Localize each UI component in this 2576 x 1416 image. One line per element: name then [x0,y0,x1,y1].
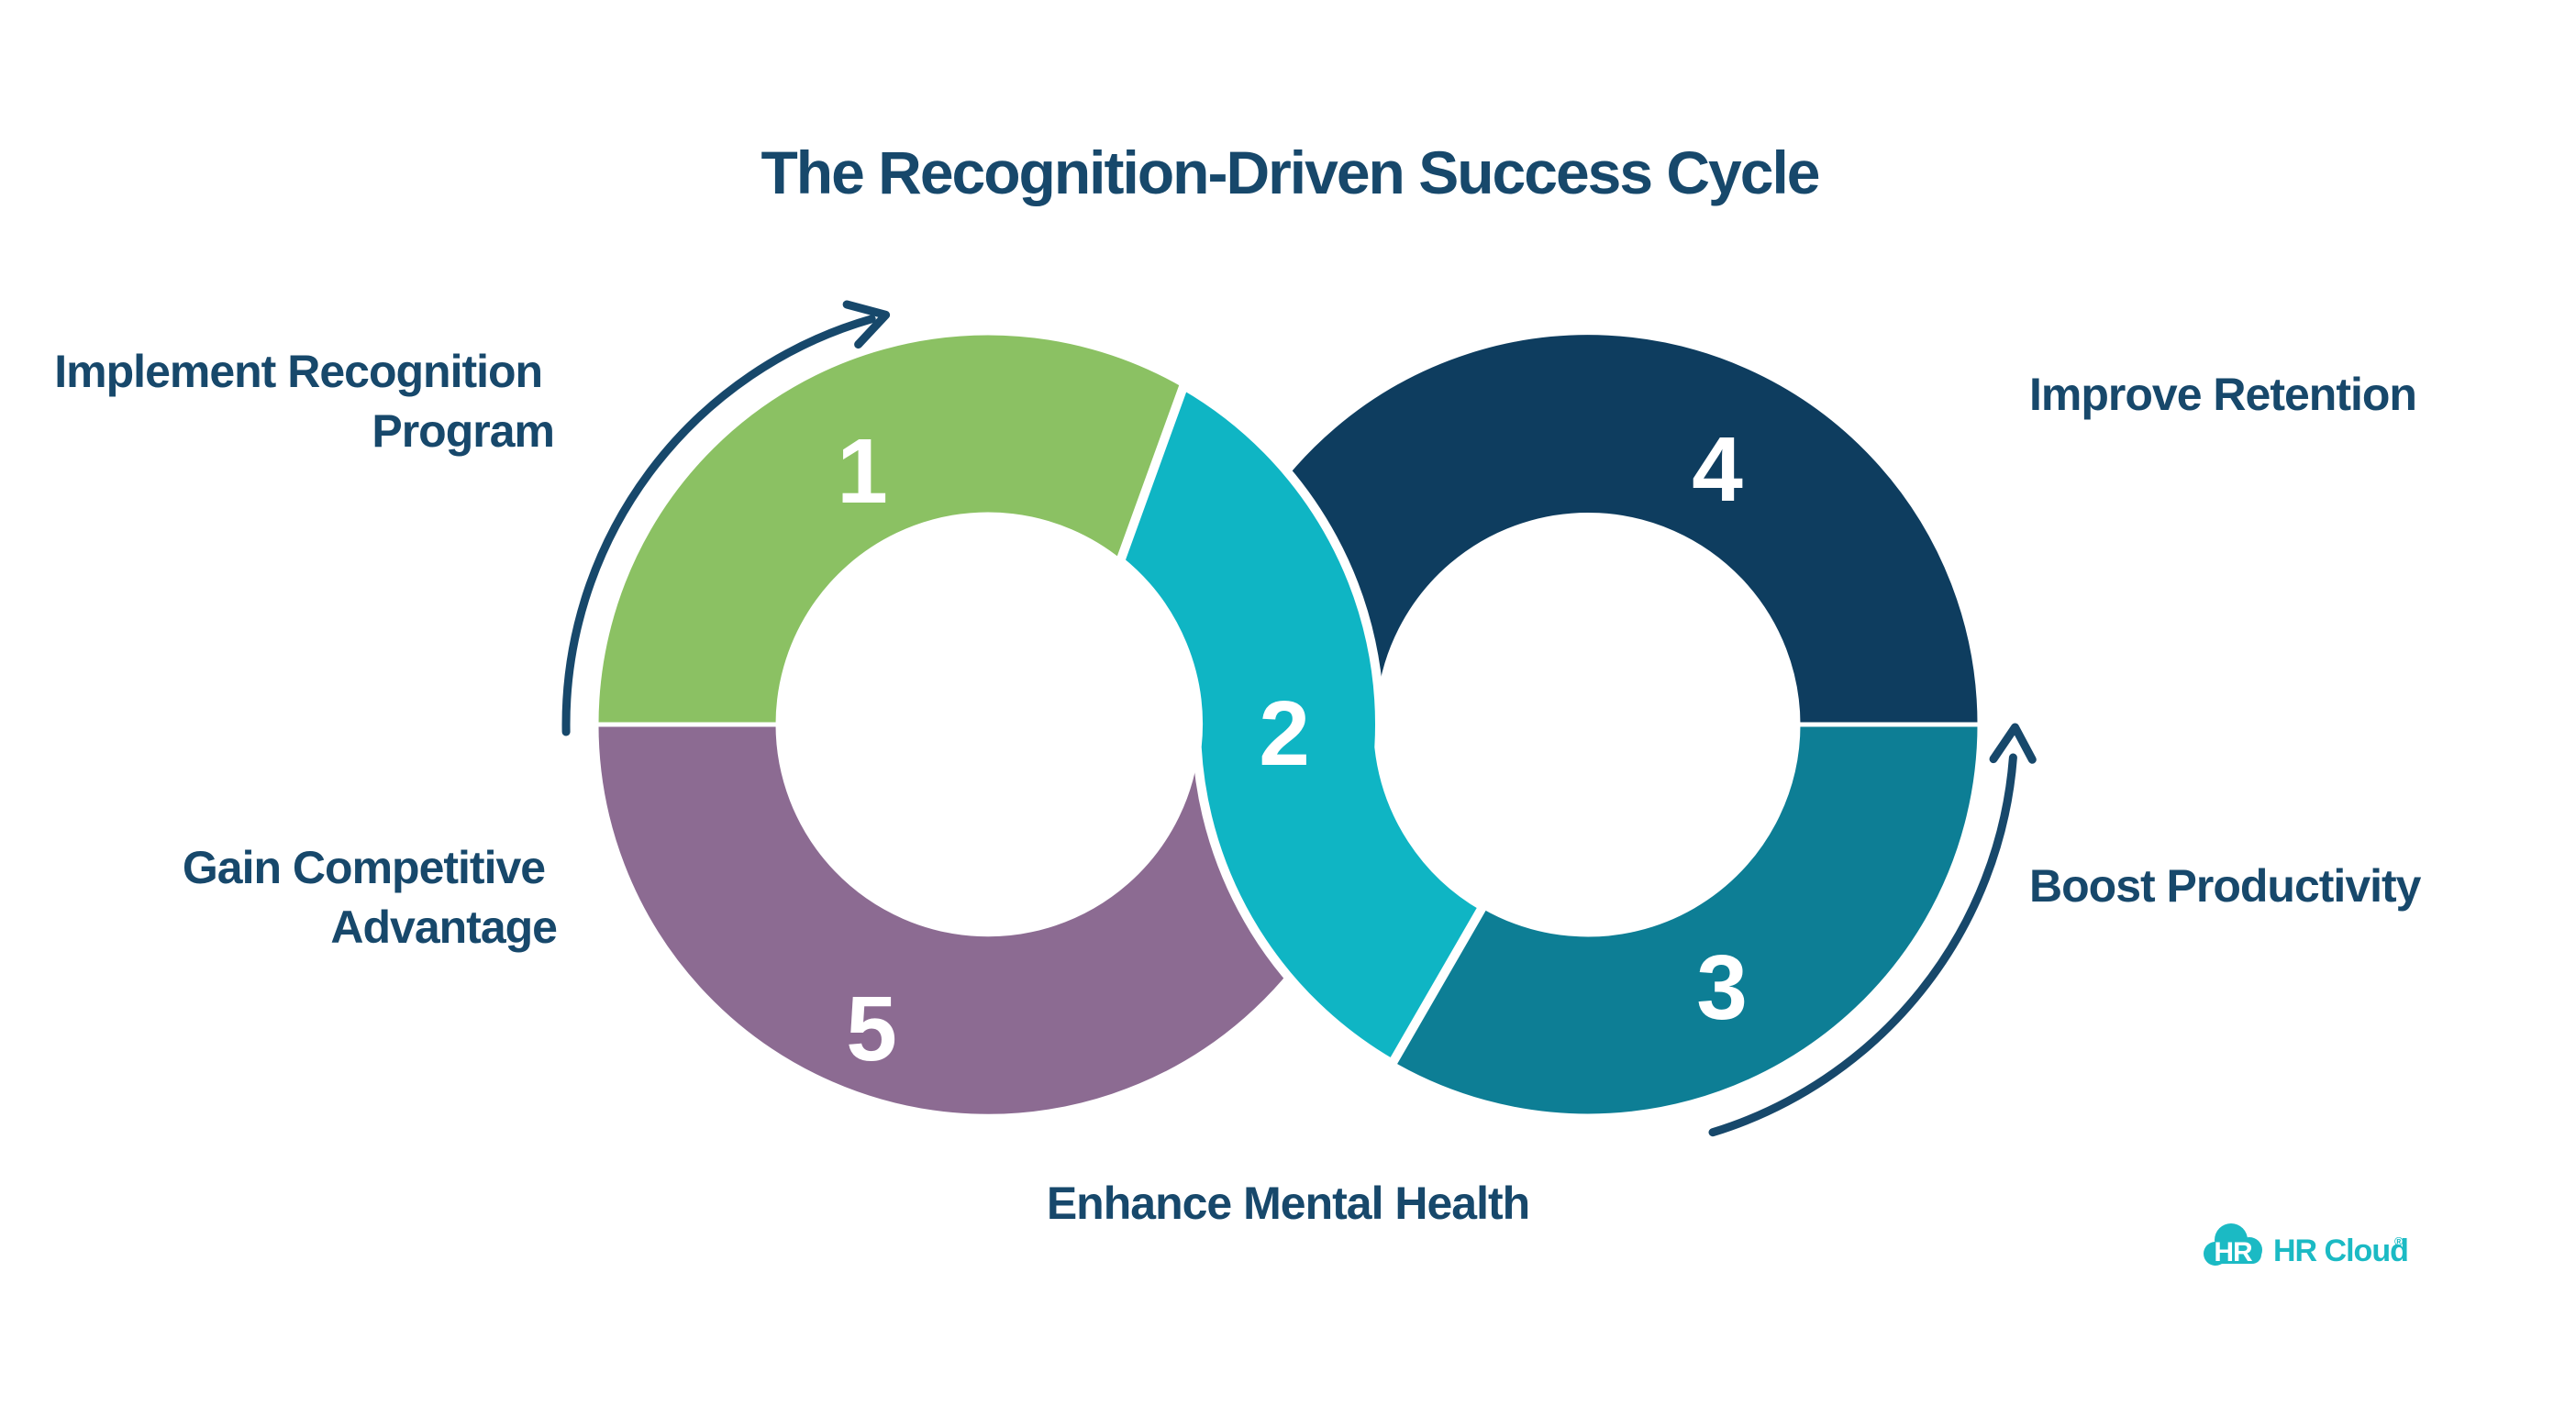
label-boost-productivity: Boost Productivity [2029,860,2422,912]
step-number-1: 1 [837,420,888,523]
hr-cloud-logo: HR HR Cloud ® [2204,1223,2409,1268]
hr-cloud-icon: HR [2204,1223,2262,1267]
label-line: Implement Recognition [54,346,542,397]
segment-step-2-enhance-mental-health [1116,381,1488,1068]
segment-step-4-improve-retention [1195,330,1982,727]
label-line: Advantage [330,902,557,953]
flow-arrow-top-left-icon [561,300,891,736]
cloud-shape-part [2204,1245,2261,1264]
label-improve-retention: Improve Retention [2029,369,2416,420]
label-enhance-mental-health: Enhance Mental Health [1047,1178,1529,1229]
segment-step-3-boost-productivity [1390,722,1982,1119]
arrow-arc [561,315,876,736]
arrow-head [842,300,891,349]
step-number-3: 3 [1696,936,1748,1039]
arrow-arc [1708,753,2017,1137]
step-number-2: 2 [1259,682,1310,785]
label-line: Program [372,405,554,457]
registered-trademark-symbol: ® [2394,1234,2404,1248]
label-implement-recognition-program: Implement Recognition Program [54,346,554,457]
label-gain-competitive-advantage: Gain Competitive Advantage [183,842,557,953]
segment-step-1-implement-recognition-program [594,330,1186,727]
label-line: Gain Competitive [183,842,545,893]
hr-cloud-wordmark: HR Cloud [2273,1233,2408,1268]
arrow-head [1989,723,2037,764]
step-number-4: 4 [1692,418,1743,521]
flow-arrow-bottom-right-icon [1708,723,2037,1137]
step-number-5: 5 [846,978,897,1080]
logo-hr-monogram: HR [2214,1237,2253,1267]
page-title: The Recognition-Driven Success Cycle [761,138,1818,206]
segment-step-5-gain-competitive-advantage [594,722,1381,1119]
